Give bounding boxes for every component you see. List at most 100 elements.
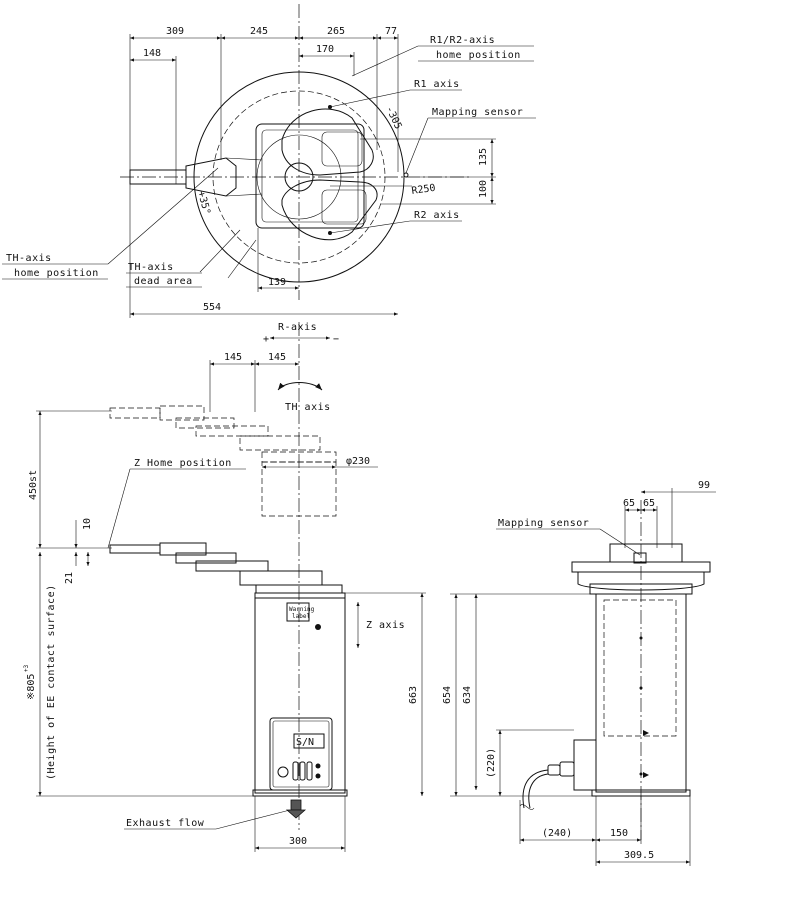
th-dead-label-line2: dead area xyxy=(134,276,193,287)
dim-663-text: 663 xyxy=(408,686,419,704)
r1-hand xyxy=(321,131,363,167)
z-home-leader xyxy=(107,468,131,549)
dim-145-left-text: 145 xyxy=(224,352,242,363)
dim-139-text: 139 xyxy=(268,277,286,288)
z-home-label: Z Home position xyxy=(134,458,232,469)
r-axis-plus: + xyxy=(263,334,269,345)
r2-label: R2 axis xyxy=(414,210,460,221)
height-caption: (Height of EE contact surface) xyxy=(46,584,57,780)
r2-hand xyxy=(321,189,367,225)
panel-connector-1-icon xyxy=(292,761,299,781)
front-view: R-axis + − 145 145 TH axis φ230 Z xyxy=(23,322,426,852)
r305-circle xyxy=(193,71,405,283)
r1r2-label-line2: home position xyxy=(436,50,521,61)
r-axis-label: R-axis xyxy=(278,322,317,333)
side-cable-2 xyxy=(528,773,549,809)
warning-label-line1: Warning xyxy=(289,606,315,613)
front-body xyxy=(254,592,346,794)
dim-654-text: 654 xyxy=(442,686,453,704)
r1-arm xyxy=(281,108,374,176)
side-body xyxy=(595,593,687,793)
dim-10-text: 10 xyxy=(82,518,93,530)
th-home-label-line2: home position xyxy=(14,268,99,279)
side-dot-1 xyxy=(639,636,643,640)
exhaust-arrow-icon xyxy=(290,799,302,811)
r250-text: R250 xyxy=(411,183,436,197)
mapping-leader-side xyxy=(599,528,641,556)
phi230-text: φ230 xyxy=(346,456,370,467)
dim-805-text: ※805 xyxy=(26,674,37,700)
side-cable xyxy=(522,769,549,809)
side-mapping-sensor xyxy=(633,552,647,564)
dim-805-tol: +3 xyxy=(23,664,30,672)
top-arm-left-outline xyxy=(225,157,263,197)
th-rotation-arrow xyxy=(277,382,323,391)
mapping-leader-top xyxy=(405,117,429,174)
dim-77-text: 77 xyxy=(385,26,397,37)
panel-indicator-1-icon xyxy=(315,763,321,769)
upper-arm-dashed xyxy=(109,405,337,517)
th-home-leader xyxy=(107,167,219,265)
side-cable-break xyxy=(519,804,535,810)
dim-450st-text: 450st xyxy=(28,470,39,500)
dim-150-text: 150 xyxy=(610,828,628,839)
dim-309-text: 309 xyxy=(166,26,184,37)
th-dead-label-line1: TH-axis xyxy=(128,262,174,273)
side-dot-2 xyxy=(639,686,643,690)
dim-65a-text: 65 xyxy=(623,498,635,509)
mapping-label-side: Mapping sensor xyxy=(498,518,589,529)
dim-21-text: 21 xyxy=(64,572,75,584)
dim-145-right-text: 145 xyxy=(268,352,286,363)
warning-label-box xyxy=(286,602,310,622)
dim-99-text: 99 xyxy=(698,480,710,491)
r1-leader xyxy=(329,89,411,108)
side-marker-triangle-1 xyxy=(643,730,649,736)
dead-area-line-1 xyxy=(199,229,241,273)
dim-554-text: 554 xyxy=(203,302,221,313)
control-panel-inner xyxy=(272,720,330,788)
side-connector-plug-1 xyxy=(559,761,575,777)
mapping-label-top: Mapping sensor xyxy=(432,107,523,118)
mapping-sensor-dot xyxy=(403,172,409,178)
dim-220-text: (220) xyxy=(486,748,497,778)
dim-265-text: 265 xyxy=(327,26,345,37)
dim-240-text: (240) xyxy=(542,828,572,839)
r2-leader xyxy=(329,220,411,234)
r250-dashed-circle xyxy=(212,90,386,264)
hub-circle xyxy=(284,162,314,192)
panel-knob-1-icon xyxy=(277,766,289,778)
dim-170-text: 170 xyxy=(316,44,334,55)
dim-300-text: 300 xyxy=(289,836,307,847)
lower-arm-solid xyxy=(109,542,343,594)
base-body-outline xyxy=(255,123,365,229)
top-view: 309 245 265 77 148 170 135 100 139 554 R… xyxy=(2,4,536,318)
sn-plate xyxy=(293,733,325,749)
exhaust-arrow-head-icon xyxy=(285,809,307,819)
th-home-label-line1: TH-axis xyxy=(6,253,52,264)
dim-100-text: 100 xyxy=(478,180,489,198)
r1r2-leader xyxy=(351,45,419,77)
base-inner-outline xyxy=(261,129,359,223)
base-circle xyxy=(256,134,342,220)
panel-connector-3-icon xyxy=(306,761,313,781)
side-arm-lower xyxy=(577,571,705,591)
dim-148-text: 148 xyxy=(143,48,161,59)
dead-area-line-2 xyxy=(227,239,257,279)
control-panel xyxy=(269,717,333,791)
panel-indicator-2-icon xyxy=(315,773,321,779)
side-dot-3 xyxy=(639,772,643,776)
r-axis-minus: − xyxy=(333,334,339,345)
exhaust-leader xyxy=(215,809,291,830)
side-view: Mapping sensor 65 65 99 654 634 xyxy=(442,480,716,866)
exhaust-label: Exhaust flow xyxy=(126,818,205,829)
r1-label: R1 axis xyxy=(414,79,460,90)
side-inner-column xyxy=(603,599,677,737)
dim-135-text: 135 xyxy=(478,148,489,166)
r1r2-label-line1: R1/R2-axis xyxy=(430,35,495,46)
r2-arm xyxy=(281,179,378,241)
side-connector-plug-2 xyxy=(547,764,561,776)
dim-634-text: 634 xyxy=(462,686,473,704)
warning-label-line2: label xyxy=(292,613,310,620)
z-axis-label: Z axis xyxy=(366,620,405,631)
